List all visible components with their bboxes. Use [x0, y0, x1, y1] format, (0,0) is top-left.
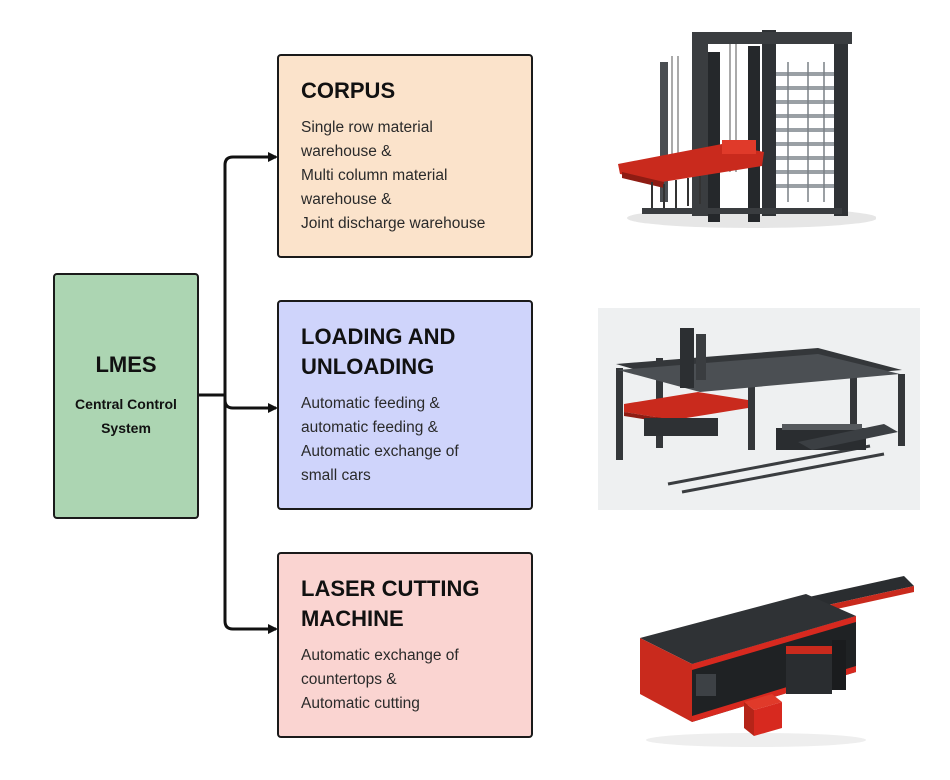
- module-description: Single row material warehouse & Multi co…: [301, 119, 486, 232]
- spine-connector: [223, 155, 234, 631]
- module-loading-unloading: LOADING AND UNLOADING Automatic feeding …: [277, 300, 533, 510]
- central-title: LMES: [95, 352, 157, 377]
- module-description: Automatic exchange of countertops & Auto…: [301, 647, 459, 712]
- central-subtitle: Central Control System: [75, 396, 177, 436]
- gantry-loader-machine-icon: [598, 308, 920, 510]
- laser-cutter-machine-icon: [640, 576, 914, 747]
- module-laser-cutting: LASER CUTTING MACHINE Automatic exchange…: [277, 552, 533, 738]
- module-title: LASER CUTTING MACHINE: [301, 576, 480, 631]
- arrow-to-loading: [223, 399, 278, 413]
- central-control-box: LMES Central Control System: [53, 273, 199, 519]
- module-corpus: CORPUS Single row material warehouse & M…: [277, 54, 533, 258]
- module-description: Automatic feeding & automatic feeding & …: [301, 395, 459, 484]
- module-title: LOADING AND UNLOADING: [301, 324, 456, 379]
- module-title: CORPUS: [301, 78, 396, 103]
- storage-rack-machine-icon: [618, 30, 876, 228]
